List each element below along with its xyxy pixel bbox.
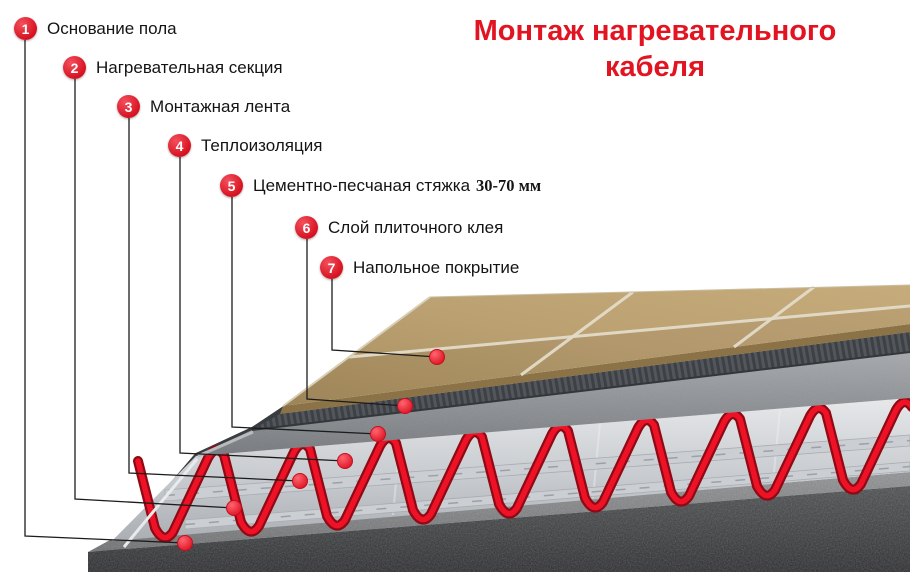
legend-number-badge-7: 7 [320,256,343,279]
callout-dot-3 [292,473,308,489]
diagram-title: Монтаж нагревательного кабеля [420,14,890,86]
legend-label-floor-covering: Напольное покрытие [353,257,520,277]
callout-dot-4 [337,453,353,469]
legend-label-insulation: Теплоизоляция [201,135,323,155]
leader-line-5 [231,197,379,435]
legend-item-floor-base: 1 Основание пола [14,17,177,40]
adhesive-layer [251,332,910,431]
legend-item-insulation: 4 Теплоизоляция [168,134,322,157]
legend-label-tile-adhesive: Слой плиточного клея [328,217,504,237]
legend-number-badge-4: 4 [168,134,191,157]
legend-number-badge-1: 1 [14,17,37,40]
legend-label-heating-section: Нагревательная секция [96,57,283,77]
diagram-title-line-1: Монтаж нагревательного [473,15,837,47]
tile-layer [280,284,910,414]
legend-number-badge-5: 5 [220,174,243,197]
callout-dot-5 [370,426,386,442]
callout-dot-7 [429,349,445,365]
leader-line-3 [128,118,301,482]
diagram-title-line-2: кабеля [604,50,706,83]
legend-item-mounting-tape: 3 Монтажная лента [117,95,290,118]
heating-cable [133,397,910,543]
legend-number-badge-6: 6 [295,216,318,239]
legend-number-badge-2: 2 [63,56,86,79]
legend-number-badge-3: 3 [117,95,140,118]
legend-item-tile-adhesive: 6 Слой плиточного клея [295,216,503,239]
leader-lines [24,40,438,544]
legend-item-heating-section: 2 Нагревательная секция [63,56,283,79]
leader-line-2 [74,79,235,509]
legend-item-floor-covering: 7 Напольное покрытие [320,256,519,279]
legend-label-mounting-tape: Монтажная лента [150,96,291,116]
legend-label-floor-base: Основание пола [47,18,177,38]
callout-dot-1 [177,535,193,551]
leader-line-4 [179,157,346,462]
foil-cut-edge [122,458,199,548]
callout-dot-6 [397,398,413,414]
leader-line-1 [24,40,186,544]
leader-line-6 [306,239,406,407]
leader-line-7 [331,279,438,358]
callout-dot-2 [226,500,242,516]
callout-dots [177,349,445,551]
